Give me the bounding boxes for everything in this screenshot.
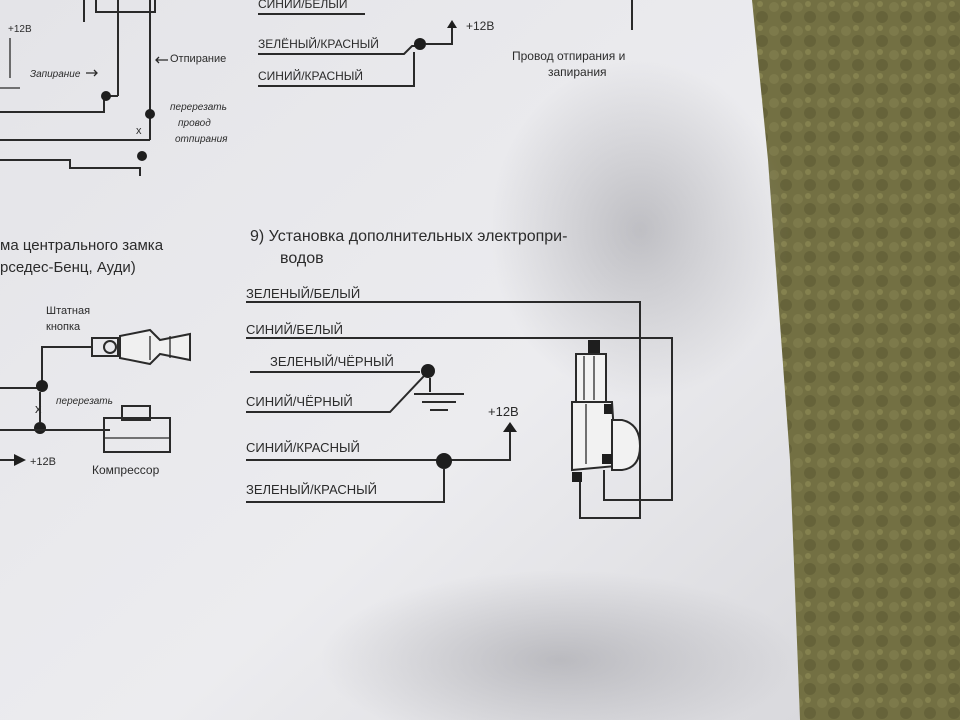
wire-siniy-beliy: СИНИЙ/БЕЛЫЙ [246, 322, 343, 337]
otpiranie-label: Отпирание [170, 53, 226, 65]
wire-zeleniy-beliy: ЗЕЛЕНЫЙ/БЕЛЫЙ [246, 286, 360, 301]
wire-zeleniy-krasniy: ЗЕЛЕНЫЙ/КРАСНЫЙ [246, 482, 377, 497]
wire-zeleniy-cherniy: ЗЕЛЕНЫЙ/ЧЁРНЫЙ [270, 354, 394, 369]
door-actuator-icon [571, 340, 642, 482]
top-right-diagram: СИНИЙ/БЕЛЫЙ ЗЕЛЁНЫЙ/КРАСНЫЙ +12В СИНИЙ/К… [258, 0, 633, 87]
cut-wire-label-3: отпирания [175, 134, 228, 145]
svg-text:x: x [136, 125, 142, 137]
wire-siniy-krasniy: СИНИЙ/КРАСНЫЙ [246, 440, 360, 455]
compressor-icon [103, 405, 171, 453]
lock-wire-note-1: Провод отпирания и [512, 49, 625, 63]
section-9-heading-2: водов [280, 250, 324, 267]
wire-siniy-cherniy: СИНИЙ/ЧЁРНЫЙ [246, 394, 353, 409]
top-power-label: +12В [466, 19, 494, 33]
cut-wire-label-2: провод [178, 118, 211, 129]
wire-siniy-beliy-top: СИНИЙ/БЕЛЫЙ [258, 0, 348, 11]
paper-shadow [490, 60, 790, 400]
cut-wire-label-1: перерезать [170, 102, 227, 113]
paper-shadow-bottom [320, 570, 800, 720]
top-left-plus12-label: +12В [8, 24, 32, 35]
section-9-heading-1: 9) Установка дополнительных электропри- [250, 228, 567, 245]
button-label-2: кнопка [46, 321, 81, 333]
left-power-label: +12В [30, 456, 56, 468]
central-lock-title-1: ма центрального замка [0, 237, 164, 254]
lock-wire-note-2: запирания [548, 65, 607, 79]
section-9-power-label: +12В [488, 404, 519, 419]
compressor-label: Компрессор [92, 463, 160, 477]
factory-button-icon [91, 328, 191, 366]
section-9-diagram: 9) Установка дополнительных электропри- … [246, 228, 673, 519]
zapiranie-label: Запирание [30, 69, 81, 80]
wire-zeleniy-krasniy-top: ЗЕЛЁНЫЙ/КРАСНЫЙ [258, 36, 379, 51]
button-label-1: Штатная [46, 305, 90, 317]
central-lock-title-2: рседес-Бенц, Ауди) [0, 259, 136, 276]
top-left-diagram: x +12В Запирание Отпирание перерезать пр… [0, 0, 228, 176]
svg-text:x: x [35, 401, 42, 416]
wire-siniy-krasniy-top: СИНИЙ/КРАСНЫЙ [258, 68, 363, 83]
left-cut-label: перерезать [56, 396, 113, 407]
central-lock-diagram: ма центрального замка рседес-Бенц, Ауди)… [0, 237, 191, 477]
